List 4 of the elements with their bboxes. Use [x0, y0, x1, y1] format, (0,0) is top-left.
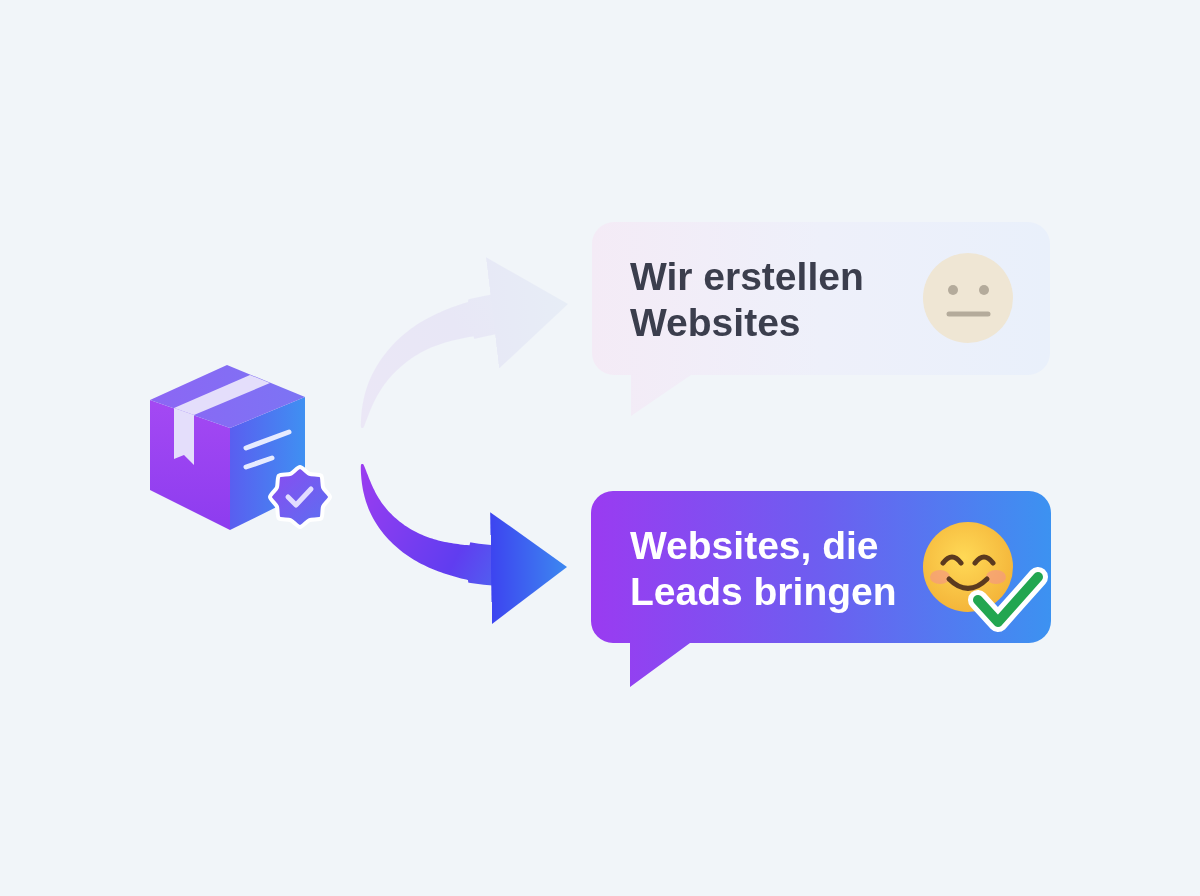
speech-bubble: [592, 222, 1050, 417]
bubble-text: Websites, die Leads bringen: [630, 523, 898, 615]
speech-bubble: [591, 491, 1051, 688]
bubble-text: Wir erstellen Websites: [630, 254, 865, 346]
